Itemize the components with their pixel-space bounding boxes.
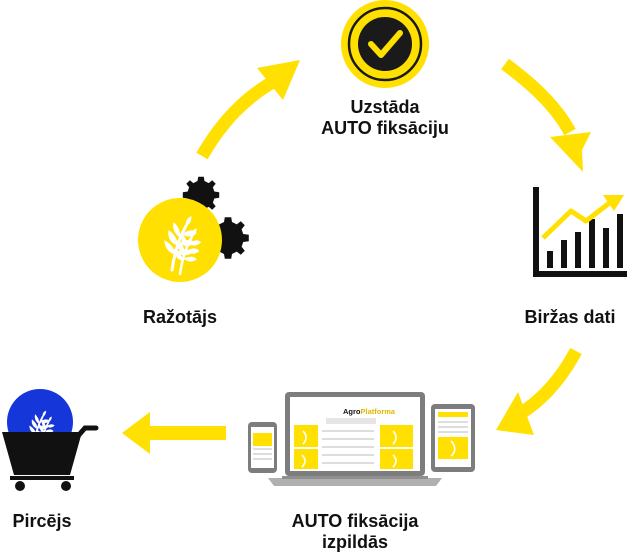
brand-logo: AgroPlatforma (343, 407, 396, 416)
execution-label-line1: AUTO fiksācija (291, 511, 419, 531)
set-auto-node (341, 0, 429, 88)
arrow-execution-to-buyer (122, 412, 226, 454)
tablet-icon (431, 404, 475, 472)
wheat-gears-icon (138, 176, 249, 282)
exchange-label: Biržas dati (524, 307, 616, 327)
laptop-icon: AgroPlatforma (268, 392, 442, 486)
set-auto-label: Uzstāda AUTO fiksāciju (295, 97, 475, 139)
set-auto-label-line2: AUTO fiksāciju (321, 118, 449, 138)
execution-label: AUTO fiksācija izpildās (265, 511, 445, 553)
rising-bar-chart-icon (533, 187, 627, 277)
buyer-label: Pircējs (12, 511, 72, 531)
checkmark-icon (341, 0, 429, 88)
set-auto-label-line1: Uzstāda (350, 97, 420, 117)
arrow-producer-to-set (196, 60, 300, 160)
devices-icon: AgroPlatforma (248, 392, 475, 486)
arrow-set-to-exchange (501, 58, 591, 172)
producer-label: Ražotājs (142, 307, 218, 327)
execution-label-line2: izpildās (321, 532, 388, 552)
shopping-cart-icon (2, 389, 99, 491)
buyer-node (2, 389, 99, 491)
phone-icon (248, 422, 277, 473)
execution-node: AgroPlatforma (248, 392, 475, 486)
producer-node (138, 176, 249, 282)
arrow-exchange-to-execution (496, 347, 582, 435)
exchange-node (533, 187, 627, 277)
